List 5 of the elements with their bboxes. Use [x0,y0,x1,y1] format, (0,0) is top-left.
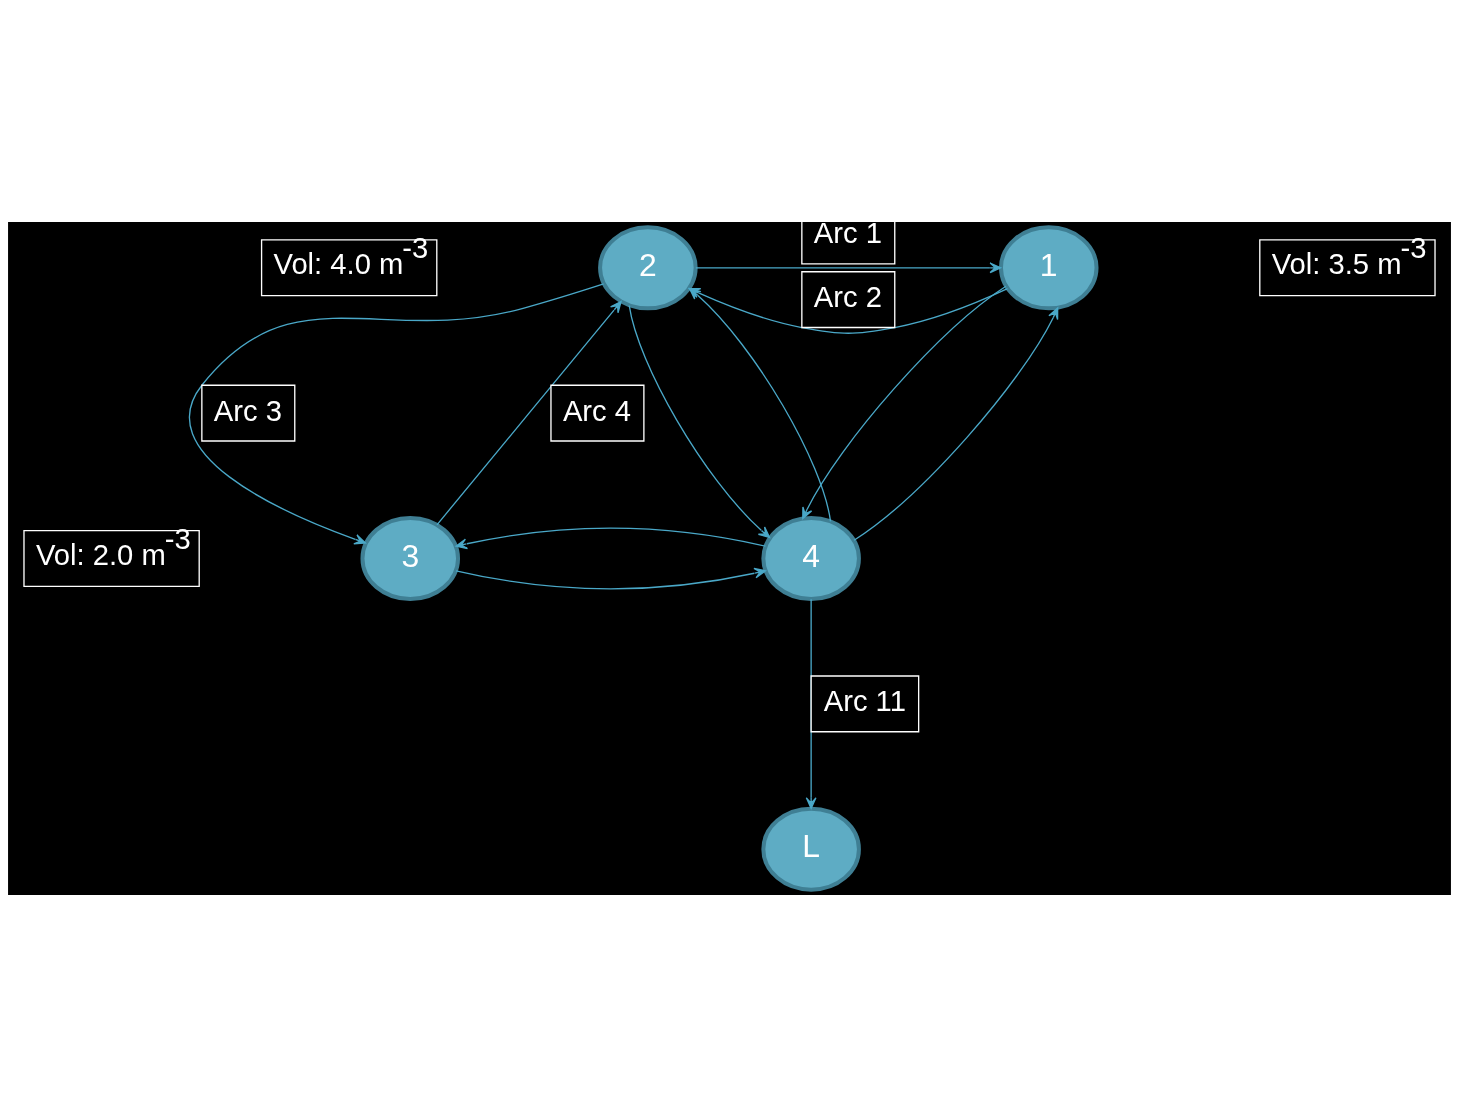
edge-label: Arc 11 [823,685,906,718]
edge-label: Arc 4 [562,394,632,427]
edge-label: Arc 3 [213,394,282,427]
edge-label: Arc 2 [813,281,882,314]
edge-label: Arc 1 [813,217,882,250]
